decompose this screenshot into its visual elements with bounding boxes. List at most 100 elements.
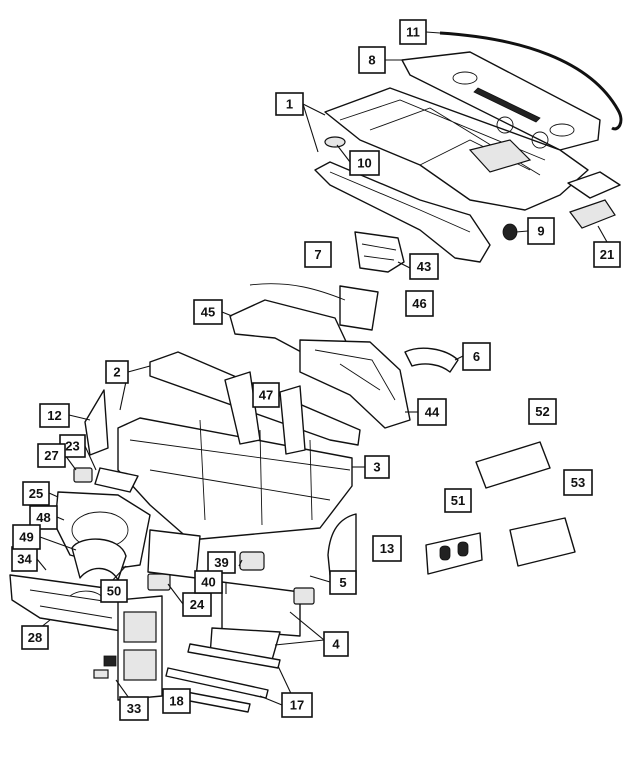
callout-label-52: 52: [535, 404, 549, 419]
callout-label-33: 33: [127, 701, 141, 716]
callout-label-46: 46: [412, 296, 426, 311]
part-10-clip: [324, 136, 346, 148]
callout-label-5: 5: [339, 575, 346, 590]
callout-44: 44: [417, 398, 447, 426]
callout-25: 25: [22, 481, 50, 506]
callout-label-3: 3: [373, 460, 380, 475]
callout-1: 1: [275, 92, 304, 116]
callout-label-8: 8: [368, 53, 375, 68]
callout-label-27: 27: [44, 448, 58, 463]
callout-label-48: 48: [36, 510, 50, 525]
part-9-knob: [502, 223, 518, 241]
part-47-brace: [224, 371, 261, 445]
part-51-switch-a: [439, 545, 451, 561]
callout-17: 17: [281, 692, 313, 718]
part-33-switch: [103, 655, 117, 667]
callout-label-6: 6: [473, 349, 480, 364]
part-8-speaker-right: [549, 123, 575, 137]
part-27-vent: [73, 467, 93, 483]
part-49-steering-column-cover: [71, 538, 127, 581]
callout-34: 34: [11, 546, 38, 572]
part-47-brace-b: [279, 385, 306, 455]
callout-label-53: 53: [571, 475, 585, 490]
part-1-upper-panel: [324, 87, 589, 211]
part-1-gauge-b: [531, 131, 549, 149]
part-51-trim: [425, 532, 483, 575]
callout-39: 39: [207, 551, 236, 574]
callout-label-39: 39: [214, 555, 228, 570]
callout-10: 10: [349, 150, 380, 176]
part-13-side-panel: [327, 513, 357, 581]
part-1-gauge-a: [496, 116, 514, 134]
part-43-defrost-duct: [354, 231, 405, 273]
callout-label-12: 12: [47, 408, 61, 423]
callout-label-10: 10: [357, 156, 371, 171]
callout-label-34: 34: [17, 552, 32, 567]
part-center-bezel-hvac: [123, 649, 157, 681]
part-50-center-stack: [147, 529, 201, 579]
callout-label-21: 21: [600, 247, 614, 262]
callout-49: 49: [12, 524, 41, 550]
part-52-trim: [475, 441, 551, 489]
part-center-bezel-radio: [123, 611, 157, 643]
callout-47: 47: [252, 382, 280, 408]
callout-label-1: 1: [286, 97, 293, 112]
callout-label-47: 47: [259, 388, 273, 403]
callout-18: 18: [162, 688, 191, 714]
callout-45: 45: [193, 299, 223, 325]
callout-label-7: 7: [314, 247, 321, 262]
callout-7: 7: [304, 241, 332, 268]
callout-9: 9: [527, 217, 555, 245]
part-8-speaker-left: [452, 71, 478, 85]
callout-label-11: 11: [406, 25, 420, 40]
part-21-airbag-module: [569, 199, 616, 229]
part-4-glovebox-door: [221, 581, 301, 637]
callout-52: 52: [528, 398, 557, 425]
callout-50: 50: [100, 579, 128, 603]
part-1-lower-bolster: [314, 161, 491, 263]
part-17-strip-a: [187, 643, 281, 669]
part-39-vent: [239, 551, 265, 571]
part-21-airbag-cover: [567, 171, 621, 199]
callout-21: 21: [593, 241, 621, 268]
part-51-switch-b: [457, 541, 469, 557]
part-23-vent-trim: [94, 467, 139, 493]
callout-8: 8: [358, 46, 386, 74]
callout-24: 24: [182, 592, 212, 617]
part-6-duct: [404, 347, 459, 373]
callout-label-25: 25: [29, 486, 43, 501]
callout-label-13: 13: [380, 541, 394, 556]
callout-43: 43: [409, 253, 439, 280]
callout-label-28: 28: [28, 630, 42, 645]
callout-4: 4: [323, 631, 349, 657]
callout-5: 5: [329, 570, 357, 595]
callout-label-24: 24: [190, 597, 205, 612]
callout-label-4: 4: [332, 637, 340, 652]
part-43-duct-lines: [361, 243, 397, 261]
callout-3: 3: [364, 455, 390, 479]
part-24-vent: [147, 573, 171, 591]
part-45-duct-top: [249, 283, 346, 301]
part-46-duct: [339, 285, 379, 331]
callout-51: 51: [444, 488, 472, 513]
callout-53: 53: [563, 469, 593, 496]
part-3-frame: [117, 417, 353, 541]
callout-label-45: 45: [201, 305, 215, 320]
callout-label-18: 18: [169, 694, 183, 709]
callout-23: 23: [59, 434, 86, 458]
part-3-frame-detail: [129, 419, 351, 526]
callout-28: 28: [21, 625, 49, 650]
callout-label-9: 9: [537, 224, 544, 239]
callout-12: 12: [39, 403, 70, 428]
part-1-lower-bolster-line: [329, 171, 471, 233]
callout-label-2: 2: [113, 365, 120, 380]
callout-27: 27: [37, 443, 66, 468]
callout-label-50: 50: [107, 584, 121, 599]
callout-2: 2: [105, 360, 129, 384]
part-1-cluster-hole: [468, 139, 532, 173]
callout-48: 48: [29, 505, 58, 530]
part-44-duct-assembly: [299, 339, 411, 429]
part-12-side-panel: [84, 389, 109, 456]
callout-label-17: 17: [290, 698, 304, 713]
